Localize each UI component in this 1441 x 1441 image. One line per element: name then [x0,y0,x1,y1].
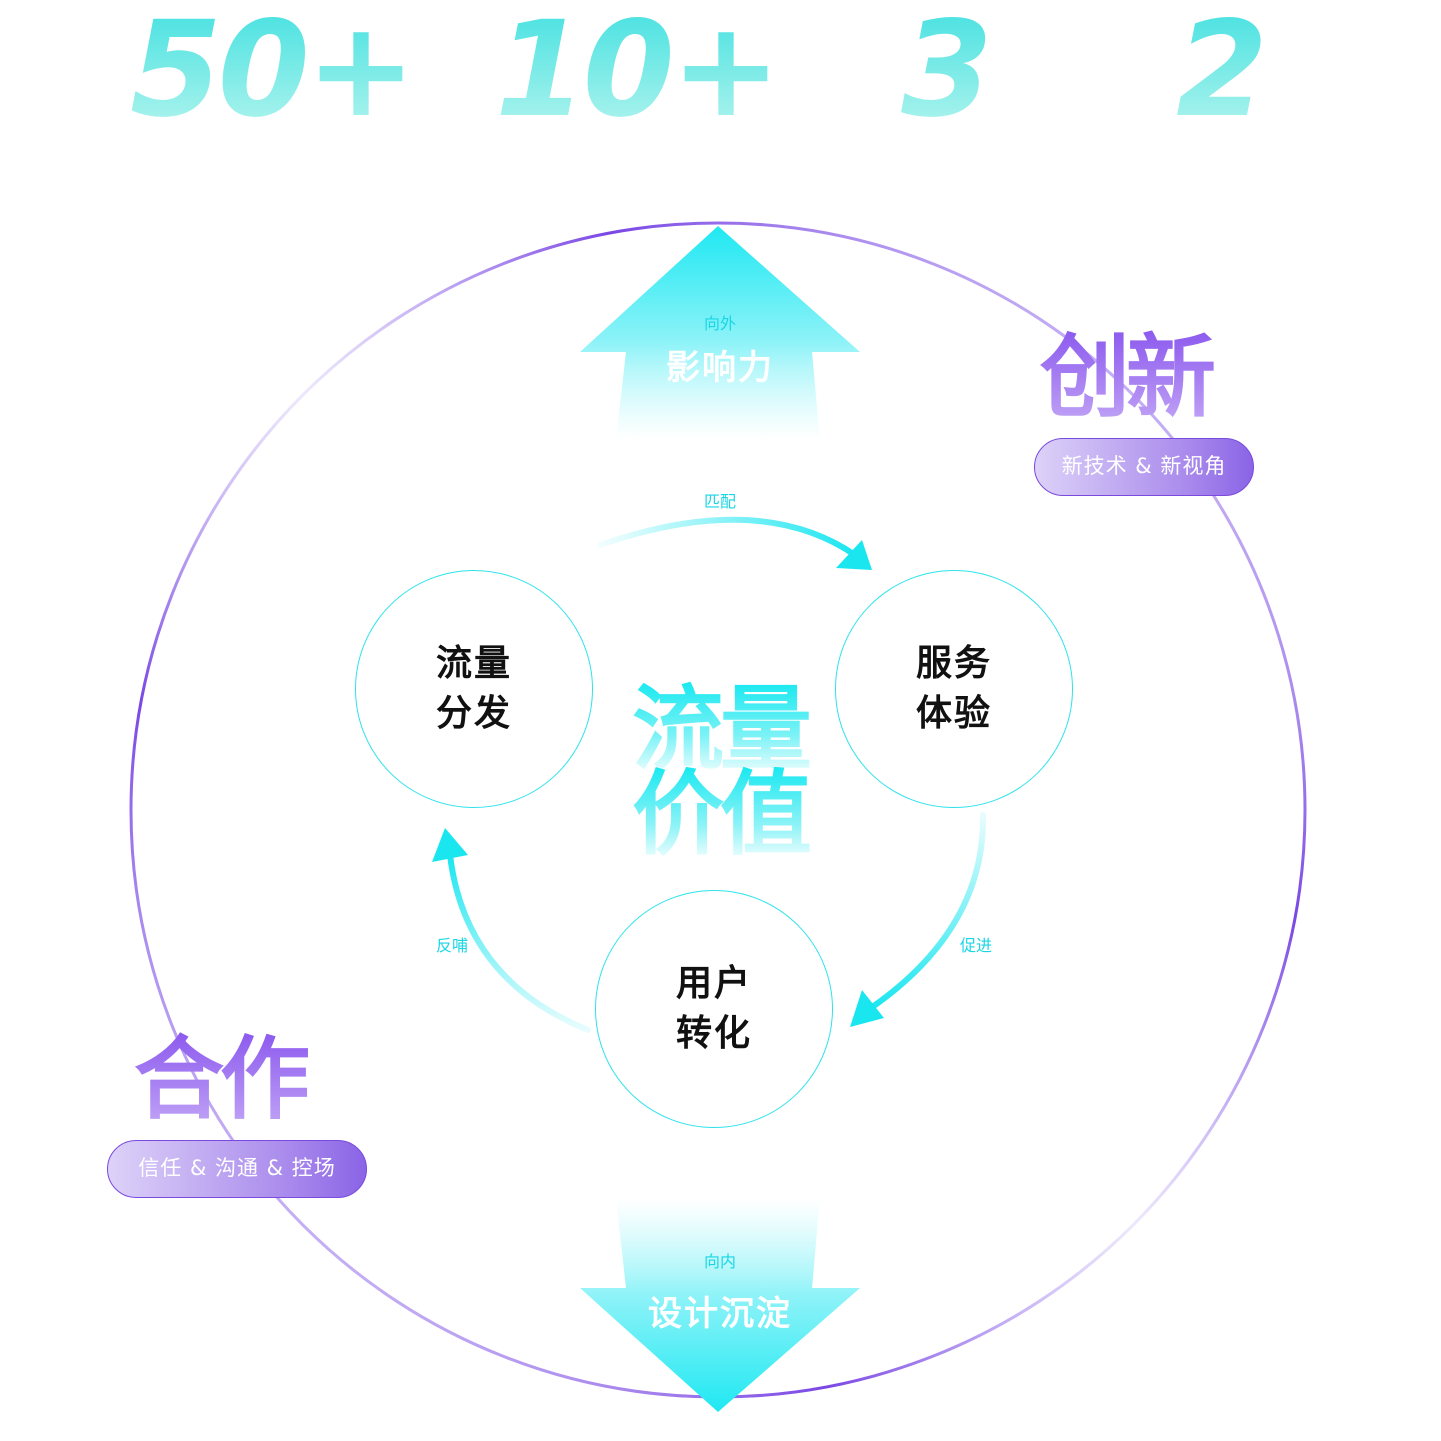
stat-number: 3 [880,0,1010,140]
up-arrow [580,226,860,440]
down-arrow [580,1198,860,1412]
node-label: 服务 [915,643,992,684]
cooperation-title: 合作 [134,1030,344,1130]
arc-match-label: 匹配 [703,492,736,511]
node-label: 流量 [435,643,512,684]
innovation-title: 创新 [1040,328,1250,428]
arc-feedback-head [432,828,468,862]
node-traffic-distribution: 流量 分发 [355,570,593,808]
node-service-experience: 服务 体验 [835,570,1073,808]
node-label: 体验 [915,693,992,734]
down-arrow-caption: 向内 [703,1252,736,1271]
arc-promote-label: 促进 [959,936,992,955]
center-title-line1: 流量 [600,680,840,780]
node-label: 分发 [435,693,512,734]
innovation-pill: 新技术 & 新视角 [1034,438,1254,496]
stat-number: 50+ [130,0,416,147]
node-label: 转化 [675,1013,752,1054]
arc-feedback-label: 反哺 [435,936,468,955]
center-title-line2: 价值 [600,765,840,865]
arc-feedback [447,852,591,1033]
arc-promote [865,812,987,1013]
arc-promote-head [850,990,884,1027]
cooperation-pill: 信任 & 沟通 & 控场 [107,1140,367,1198]
arc-match [597,516,858,558]
stat-number: 10+ [495,0,781,147]
arc-match-head [836,540,872,570]
down-arrow-label: 设计沉淀 [648,1294,792,1334]
up-arrow-label: 影响力 [666,348,774,388]
node-user-conversion: 用户 转化 [595,890,833,1128]
stat-number: 2 [1150,0,1290,140]
node-label: 用户 [675,963,752,1004]
up-arrow-caption: 向外 [703,314,736,333]
